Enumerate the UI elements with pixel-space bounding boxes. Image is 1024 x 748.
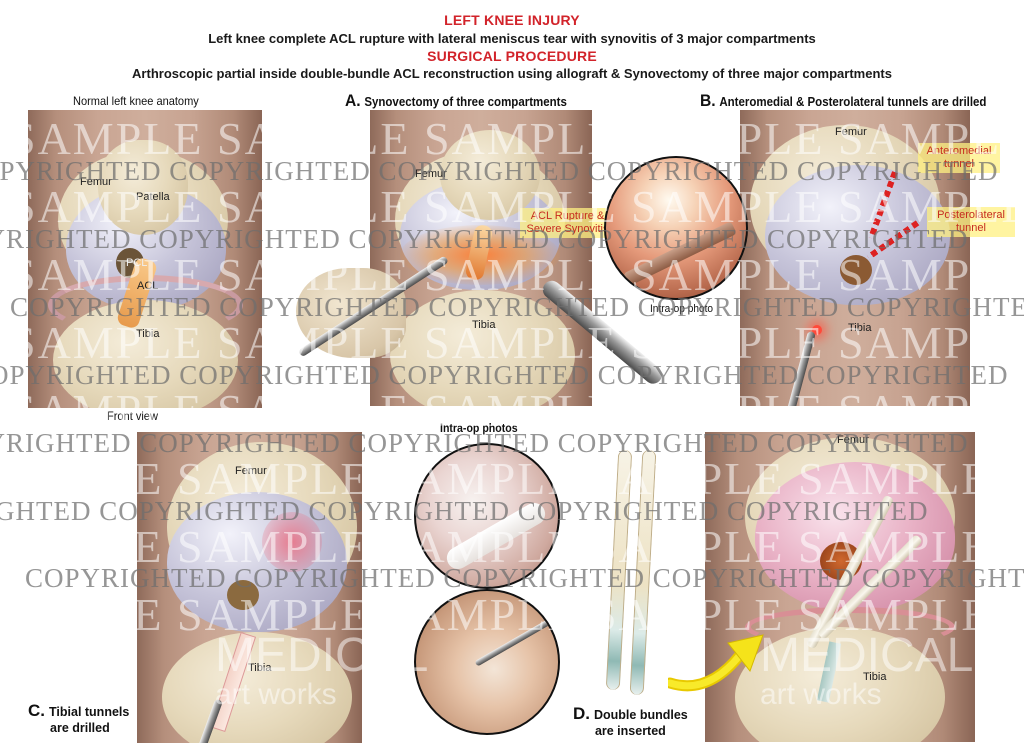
label-tibia: Tibia (248, 662, 272, 674)
label-femur: Femur (235, 465, 267, 477)
label-acl: ACL (137, 280, 159, 292)
photo-instrument (474, 616, 556, 667)
tibia-shape (390, 290, 575, 406)
tibia-shape (53, 300, 238, 408)
step-d-line2: are inserted (594, 724, 666, 738)
posterolateral-callout: Posterolateral tunnel (927, 207, 1015, 237)
yellow-arrow-icon (668, 634, 764, 692)
logo-sub-text: art works (760, 678, 882, 711)
label-patella: Patella (136, 191, 170, 203)
injury-description: Left knee complete ACL rupture with late… (208, 31, 816, 46)
callout-line2: tunnel (956, 222, 986, 234)
logo-sub-text: art works (215, 678, 337, 711)
femoral-cartilage (167, 492, 347, 632)
step-d-caption: D. Double bundles are inserted (573, 704, 688, 739)
intra-op-photo-2 (414, 589, 560, 735)
logo-main-text: MEDICAL (215, 629, 429, 682)
callout-line1: Posterolateral (937, 209, 1005, 221)
logo-watermark-left: MEDICAL art works (215, 632, 428, 710)
logo-watermark-right: MEDICAL art works (760, 632, 973, 710)
label-tibia: Tibia (848, 322, 872, 334)
step-a-letter: A. (345, 91, 361, 110)
intra-op-photos-caption: Intra-op photos (440, 423, 518, 435)
normal-knee-illustration: Femur Patella PCL ACL Tibia (28, 110, 262, 408)
step-a-illustration: Femur Tibia (370, 110, 592, 406)
step-c-letter: C. (28, 701, 45, 720)
step-a-caption: A.Synovectomy of three compartments (345, 91, 567, 111)
step-a-text: Synovectomy of three compartments (364, 95, 567, 109)
inflamed-region (262, 512, 322, 572)
step-b-caption: B.Anteromedial & Posterolateral tunnels … (700, 91, 986, 111)
photo-instrument (622, 221, 737, 287)
logo-main-text: MEDICAL (760, 629, 974, 682)
intra-op-photo-caption: Intra-op photo (650, 303, 714, 315)
tibia-shape (162, 632, 352, 743)
label-femur: Femur (415, 168, 447, 180)
patella-shape (98, 140, 188, 235)
callout-line1: Anteromedial (926, 145, 992, 157)
step-c-line2: are drilled (50, 721, 110, 735)
front-view-caption: Front view (107, 409, 158, 423)
label-femur: Femur (80, 176, 112, 188)
graft-bundle-2 (629, 449, 657, 696)
callout-line2: Severe Synovitis (526, 223, 609, 235)
entry-glow (812, 325, 822, 335)
procedure-title: SURGICAL PROCEDURE (427, 48, 597, 64)
step-b-letter: B. (700, 91, 716, 110)
acl-rupture-callout: ACL Rupture & Severe Synovitis (520, 208, 615, 238)
label-pcl: PCL (126, 257, 148, 269)
drill-instrument (786, 330, 816, 406)
step-d-letter: D. (573, 704, 590, 723)
injury-title: LEFT KNEE INJURY (444, 12, 580, 28)
intra-op-photo-b (604, 156, 748, 300)
graft-bundle-1 (605, 449, 633, 691)
label-femur: Femur (837, 434, 869, 446)
label-tibia: Tibia (863, 671, 887, 683)
notch-shape (227, 580, 259, 610)
label-tibia: Tibia (472, 319, 496, 331)
callout-line2: tunnel (944, 158, 974, 170)
step-c-line1: Tibial tunnels (49, 705, 130, 719)
patella-shape (440, 130, 540, 220)
step-c-illustration: Femur Tibia (137, 432, 362, 743)
label-femur: Femur (835, 126, 867, 138)
procedure-description: Arthroscopic partial inside double-bundl… (132, 66, 892, 81)
anteromedial-callout: Anteromedial tunnel (918, 143, 1000, 173)
normal-anatomy-caption: Normal left knee anatomy (73, 94, 199, 108)
femoral-cartilage (755, 462, 955, 612)
intra-op-photo-1 (414, 443, 560, 589)
callout-line1: ACL Rupture & (530, 210, 605, 222)
step-b-text: Anteromedial & Posterolateral tunnels ar… (719, 95, 987, 109)
step-d-line1: Double bundles (594, 708, 688, 722)
notch-shape (840, 255, 872, 285)
label-tibia: Tibia (136, 328, 160, 340)
final-result-illustration: Femur Tibia (705, 432, 975, 742)
graft-in-photo (442, 498, 550, 574)
step-c-caption: C. Tibial tunnels are drilled (28, 701, 130, 736)
